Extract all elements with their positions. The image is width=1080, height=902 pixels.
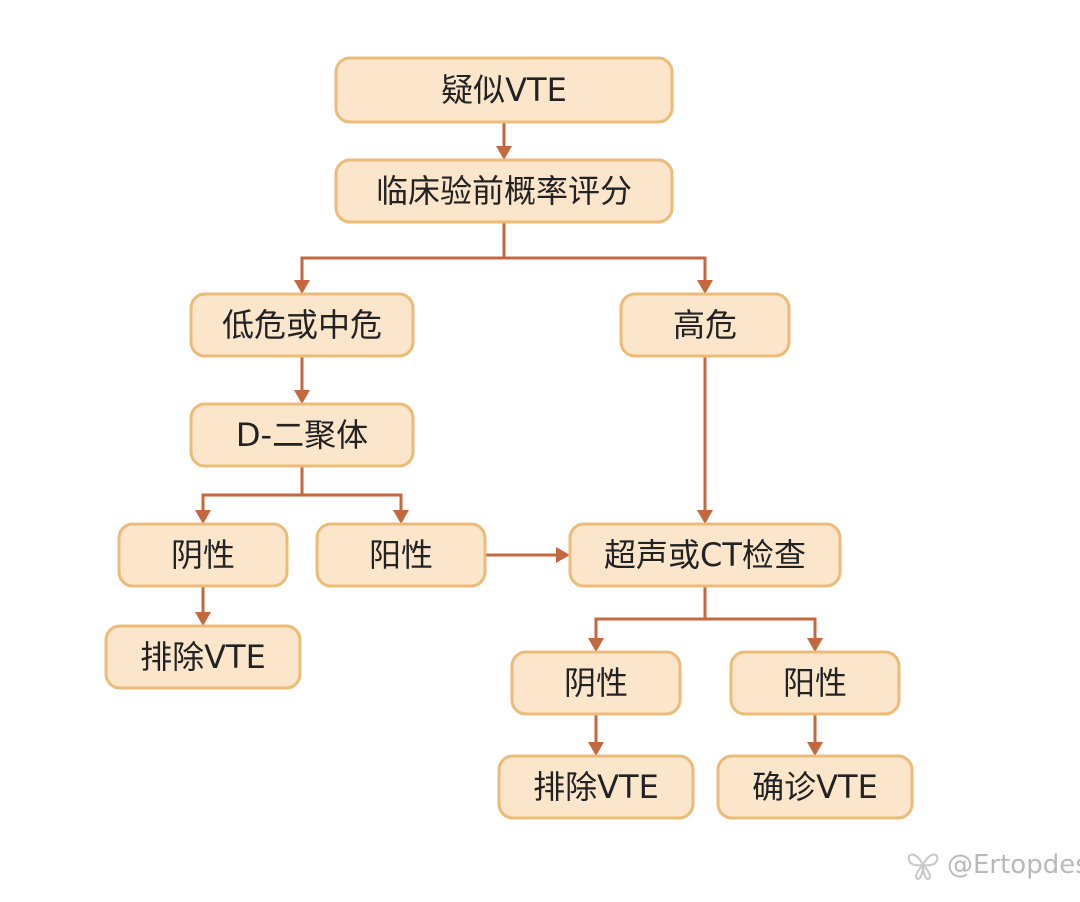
- connector-pretest_probability-to-high_risk: [502, 222, 707, 280]
- arrowhead-pretest_probability-to-low_or_moderate_risk: [294, 280, 310, 294]
- arrowhead-imaging-to-imaging_negative: [588, 638, 604, 652]
- node-d-dimer-positive-label: 阳性: [369, 536, 433, 574]
- node-imaging-label: 超声或CT检查: [604, 536, 806, 574]
- arrowhead-suspected_vte-to-pretest_probability: [496, 146, 512, 160]
- node-suspected-vte: 疑似VTE: [334, 56, 674, 124]
- connector-imaging-to-imaging_negative: [594, 586, 707, 638]
- node-exclude-vte-right-label: 排除VTE: [533, 768, 659, 806]
- node-exclude-vte-left-label: 排除VTE: [140, 638, 266, 676]
- node-imaging-positive: 阳性: [729, 650, 901, 716]
- arrowhead-imaging-to-imaging_positive: [807, 638, 823, 652]
- arrowhead-d_dimer-to-d_dimer_positive: [393, 510, 409, 524]
- arrowhead-imaging_negative-to-exclude_vte_right: [588, 742, 604, 756]
- node-d-dimer-negative: 阴性: [117, 522, 289, 588]
- connector-d_dimer-to-d_dimer_positive: [300, 466, 403, 510]
- node-pretest-probability-label: 临床验前概率评分: [376, 172, 632, 210]
- node-exclude-vte-left: 排除VTE: [104, 624, 302, 690]
- watermark-text: @Ertopdes: [947, 850, 1080, 880]
- node-low-or-moderate-risk-label: 低危或中危: [222, 306, 382, 344]
- node-imaging-negative-label: 阴性: [564, 664, 628, 702]
- butterfly-icon: [907, 853, 939, 881]
- node-d-dimer-negative-label: 阴性: [171, 536, 235, 574]
- node-confirm-vte-label: 确诊VTE: [752, 768, 878, 806]
- node-d-dimer: D-二聚体: [189, 402, 415, 468]
- connector-d_dimer-to-d_dimer_negative: [201, 466, 304, 510]
- arrowhead-low_or_moderate_risk-to-d_dimer: [294, 390, 310, 404]
- node-confirm-vte: 确诊VTE: [716, 754, 914, 820]
- node-exclude-vte-right: 排除VTE: [497, 754, 695, 820]
- flowchart-connectors: [195, 122, 823, 756]
- node-low-or-moderate-risk: 低危或中危: [189, 292, 415, 358]
- node-imaging: 超声或CT检查: [568, 522, 842, 588]
- node-imaging-negative: 阴性: [510, 650, 682, 716]
- arrowhead-high_risk-to-imaging: [697, 510, 713, 524]
- node-d-dimer-positive: 阳性: [315, 522, 487, 588]
- connector-pretest_probability-to-low_or_moderate_risk: [300, 222, 506, 280]
- arrowhead-imaging_positive-to-confirm_vte: [807, 742, 823, 756]
- node-high-risk: 高危: [619, 292, 791, 358]
- arrowhead-d_dimer_negative-to-exclude_vte_left: [195, 612, 211, 626]
- arrowhead-pretest_probability-to-high_risk: [697, 280, 713, 294]
- connector-imaging-to-imaging_positive: [703, 586, 817, 638]
- node-imaging-positive-label: 阳性: [783, 664, 847, 702]
- watermark: @Ertopdes: [905, 848, 1080, 882]
- node-high-risk-label: 高危: [673, 306, 737, 344]
- arrowhead-d_dimer_positive-to-imaging: [556, 547, 570, 563]
- node-d-dimer-label: D-二聚体: [236, 416, 368, 454]
- node-suspected-vte-label: 疑似VTE: [441, 71, 567, 109]
- node-pretest-probability: 临床验前概率评分: [334, 158, 674, 224]
- arrowhead-d_dimer-to-d_dimer_negative: [195, 510, 211, 524]
